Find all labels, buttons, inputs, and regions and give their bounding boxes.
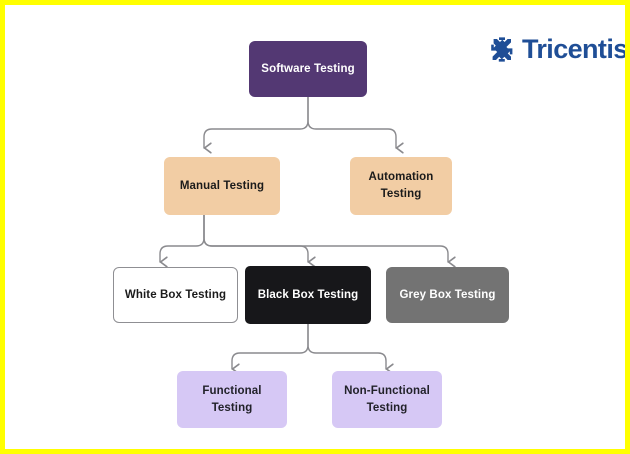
connector-root-to-manual <box>203 96 309 154</box>
node-label: Grey Box Testing <box>399 288 496 301</box>
tricentis-x-mark-icon <box>491 36 513 62</box>
connector-manual-to-grey-box <box>203 214 456 268</box>
connector-black-box-to-functional <box>231 321 309 375</box>
node-label-line1: Functional <box>202 384 262 397</box>
brand-name: Tricentis <box>522 34 628 64</box>
node-label: Black Box Testing <box>257 288 359 301</box>
connector-root-to-automation <box>307 96 404 154</box>
node-label-line2: Testing <box>211 401 253 414</box>
connector-black-box-to-non-functional <box>307 321 394 375</box>
node-automation-testing[interactable]: Automation Testing <box>350 157 452 215</box>
node-label: Non-Functional Testing <box>338 383 436 416</box>
node-functional-testing[interactable]: Functional Testing <box>177 371 287 428</box>
node-label-line1: Automation <box>368 171 434 184</box>
tricentis-logo: Tricentis ™ <box>489 34 628 64</box>
node-software-testing[interactable]: Software Testing <box>249 41 367 97</box>
node-grey-box-testing[interactable]: Grey Box Testing <box>386 267 509 323</box>
tricentis-wordmark: Tricentis ™ <box>522 34 628 64</box>
node-label: Manual Testing <box>179 179 265 192</box>
node-label-line1: Non-Functional <box>344 384 430 397</box>
diagram-canvas: Software Testing Manual Testing Automati… <box>5 5 625 449</box>
node-manual-testing[interactable]: Manual Testing <box>164 157 280 215</box>
node-label: White Box Testing <box>124 288 227 301</box>
node-white-box-testing[interactable]: White Box Testing <box>113 267 238 323</box>
node-label-line2: Testing <box>366 401 408 414</box>
connector-manual-to-white-box <box>159 214 205 268</box>
node-label: Automation Testing <box>363 169 440 202</box>
node-label-line2: Testing <box>380 188 422 200</box>
connector-manual-to-black-box <box>203 214 316 268</box>
node-label: Functional Testing <box>196 383 267 416</box>
node-label: Software Testing <box>261 62 355 75</box>
node-non-functional-testing[interactable]: Non-Functional Testing <box>332 371 442 428</box>
node-black-box-testing[interactable]: Black Box Testing <box>245 266 371 324</box>
